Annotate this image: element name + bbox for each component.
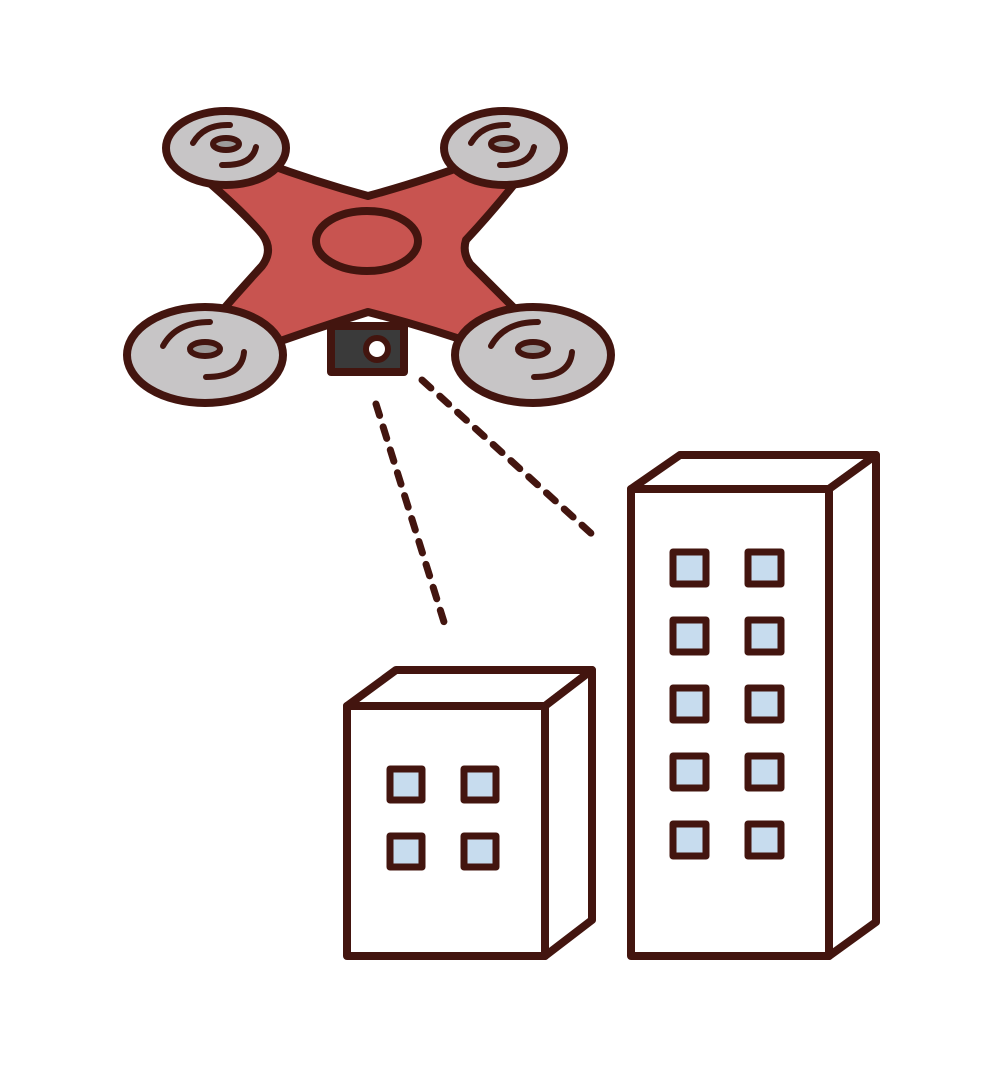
small-building-side (541, 666, 596, 960)
tall-building-windows (669, 548, 785, 860)
window (386, 765, 426, 804)
window (669, 616, 710, 656)
drone-center-hatch (312, 207, 422, 275)
camera-sight-lines (372, 376, 598, 626)
window (744, 684, 785, 724)
window (669, 820, 710, 860)
building-icon (627, 451, 880, 960)
rotor-bottom-right (451, 303, 615, 407)
window (669, 752, 710, 792)
small-building-windows (386, 765, 500, 871)
tall-building-side (825, 451, 880, 960)
rotor-top-left (162, 107, 290, 189)
window (744, 548, 785, 588)
window (460, 765, 500, 804)
window (669, 548, 710, 588)
sight-line-left (372, 400, 448, 626)
window (386, 832, 426, 871)
drone-icon (123, 107, 615, 407)
rotor-bottom-left (123, 303, 287, 407)
sight-line-right (418, 376, 598, 540)
window (744, 820, 785, 860)
window (669, 684, 710, 724)
window (744, 752, 785, 792)
rotor-top-right (440, 107, 568, 189)
camera-icon (327, 322, 408, 376)
window (744, 616, 785, 656)
small-building-front (343, 702, 549, 960)
tall-building-front (627, 485, 833, 960)
window (460, 832, 500, 871)
building-icon (343, 666, 596, 960)
